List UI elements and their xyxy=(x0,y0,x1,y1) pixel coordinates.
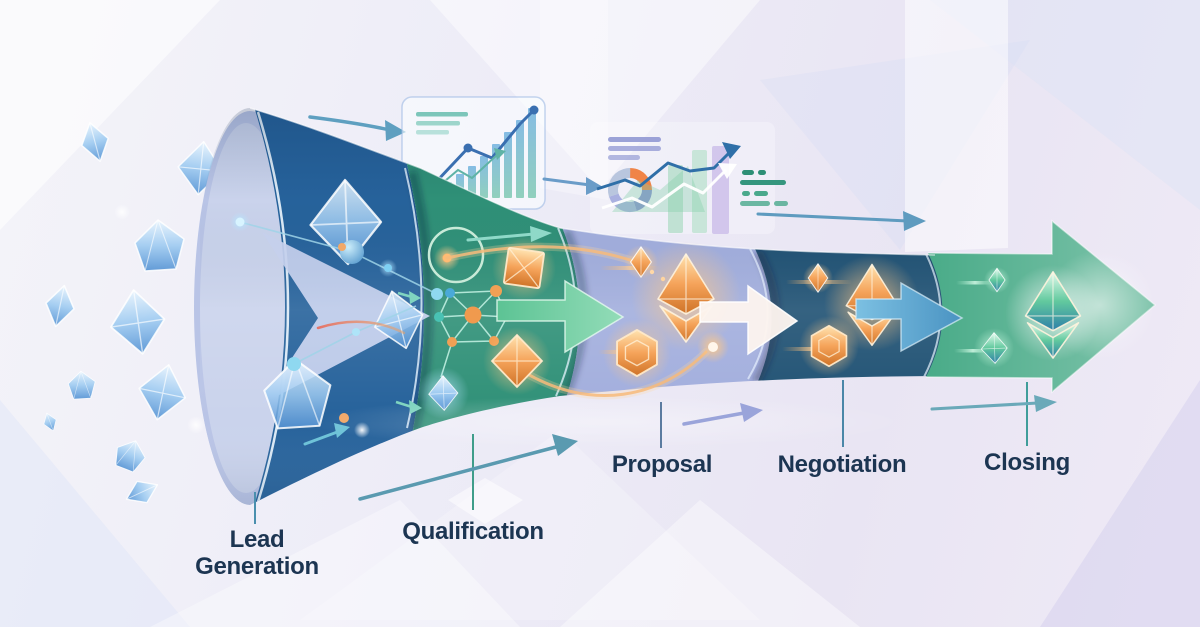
trend-arrow-white-icon xyxy=(601,163,737,210)
crystal-icon xyxy=(40,410,60,434)
background-facet xyxy=(448,478,523,524)
metric-lines-icon xyxy=(608,137,661,160)
crystal-icon xyxy=(132,358,193,426)
flow-arrow-teal-right-icon xyxy=(930,395,1057,412)
transition-arrow-white-icon xyxy=(699,284,799,356)
crystal-icon xyxy=(106,286,169,358)
transition-arrow-green-icon xyxy=(496,279,625,354)
top-flow-arrow-icon xyxy=(756,211,926,231)
crystal-icon xyxy=(134,219,185,272)
network-icon xyxy=(230,212,443,371)
transition-arrow-blue-icon xyxy=(855,281,964,353)
negotiation-content xyxy=(782,255,964,376)
stage-label-proposal: Proposal xyxy=(611,451,713,478)
stage-label-negotiation: Negotiation xyxy=(777,451,907,478)
donut-chart-icon xyxy=(608,168,652,212)
top-left-flow-arrow-icon xyxy=(308,115,406,141)
closing-content xyxy=(954,265,1101,368)
comet-icon xyxy=(697,331,729,363)
crystal-icon xyxy=(67,370,96,400)
gem-square-icon xyxy=(502,246,546,290)
stage-label-closing: Closing xyxy=(984,449,1070,476)
crystal-icon xyxy=(109,434,151,476)
flow-arrow-lavender-icon xyxy=(682,403,763,426)
qualification-content xyxy=(395,226,710,419)
stage-label-qualification: Qualification xyxy=(402,518,544,545)
stage-label-lead-generation: Lead Generation xyxy=(195,526,319,580)
bottom-annotations xyxy=(254,380,1057,524)
crystal-icon xyxy=(120,473,164,511)
gem-octahedron-icon xyxy=(490,333,544,389)
trend-arrow-blue-icon xyxy=(596,142,741,191)
dash-lines-icon xyxy=(740,170,788,206)
mid-flow-arrow-icon xyxy=(542,177,603,195)
crystal-icon xyxy=(40,281,80,331)
text-lines-icon xyxy=(416,112,468,135)
flow-arrow-teal-icon xyxy=(358,434,578,501)
proposal-content xyxy=(598,241,799,387)
